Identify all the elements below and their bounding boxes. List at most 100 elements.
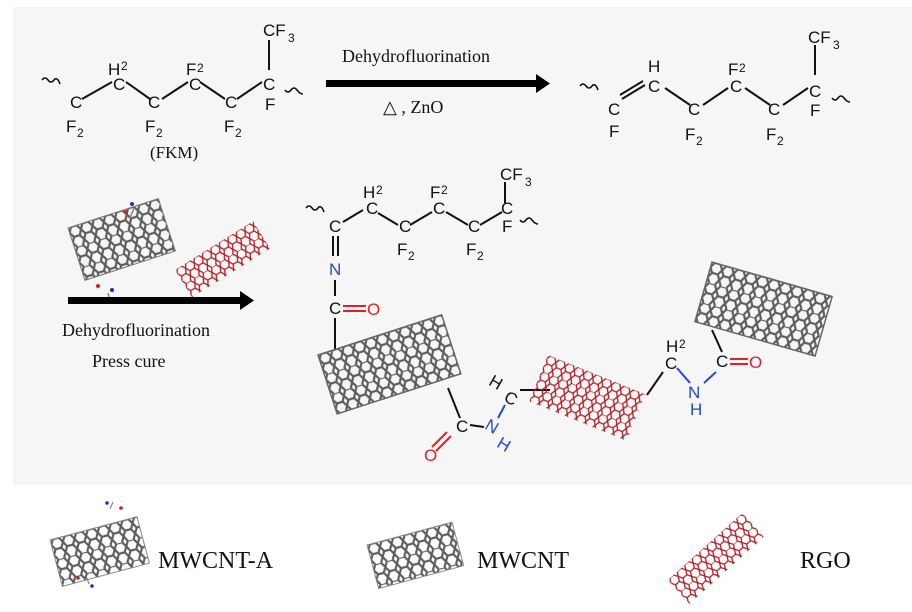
reactant-rgo	[175, 221, 270, 298]
svg-text:2: 2	[477, 249, 484, 263]
wavy-bond-icon	[284, 87, 304, 95]
svg-text:2: 2	[441, 183, 448, 197]
svg-text:C: C	[648, 77, 660, 96]
svg-text:F: F	[66, 117, 76, 136]
svg-text:2: 2	[197, 61, 204, 75]
arrow1-reagent: Dehydrofluorination	[342, 46, 490, 66]
svg-text:C: C	[113, 75, 125, 94]
svg-text:C: C	[148, 93, 160, 112]
svg-text:2: 2	[376, 183, 383, 197]
svg-text:C: C	[665, 354, 677, 373]
product-mwcnt-1	[317, 313, 462, 415]
svg-text:F: F	[397, 240, 407, 259]
svg-text:3: 3	[833, 38, 840, 52]
svg-text:F: F	[265, 95, 275, 114]
product-mwcnt-2	[693, 261, 834, 357]
svg-text:C: C	[263, 75, 275, 94]
svg-text:O: O	[424, 446, 437, 465]
wavy-bond-icon	[305, 205, 325, 213]
svg-text:C: C	[433, 199, 445, 218]
fkm-label: (FKM)	[150, 143, 198, 162]
svg-text:C: C	[70, 93, 82, 112]
svg-text:2: 2	[696, 134, 703, 148]
svg-text:F: F	[810, 101, 820, 120]
wavy-bond-icon	[519, 217, 539, 225]
svg-text:C: C	[225, 93, 237, 112]
reactant-mwcnt-a	[67, 198, 176, 301]
svg-text:H: H	[666, 337, 678, 356]
arrow2-line2: Press cure	[92, 351, 165, 371]
svg-text:C: C	[329, 217, 341, 236]
svg-text:N: N	[688, 383, 700, 402]
svg-text:C: C	[329, 299, 341, 318]
arrow2-line1: Dehydrofluorination	[62, 320, 210, 340]
svg-text:2: 2	[777, 134, 784, 148]
arrow1-shaft	[326, 80, 538, 87]
legend: MWCNT-A MWCNT RGO	[49, 501, 851, 604]
svg-text:F: F	[186, 60, 196, 79]
legend-label-mwcnt-a: MWCNT-A	[158, 548, 274, 574]
svg-text:C: C	[189, 75, 201, 94]
svg-text:N: N	[329, 260, 341, 279]
mwcnt-a-icon	[49, 516, 150, 587]
svg-text:F: F	[145, 117, 155, 136]
arrow-head-icon	[240, 291, 254, 310]
svg-text:C: C	[768, 100, 780, 119]
svg-text:F: F	[685, 125, 695, 144]
svg-text:3: 3	[288, 31, 295, 45]
svg-text:N: N	[482, 415, 502, 438]
wavy-bond-icon	[41, 77, 61, 85]
arrow1-conditions: △ , ZnO	[383, 97, 443, 117]
svg-text:F: F	[728, 60, 738, 79]
svg-text:F: F	[224, 117, 234, 136]
svg-text:O: O	[749, 353, 762, 372]
svg-text:C: C	[456, 417, 468, 436]
wavy-bond-icon	[579, 83, 599, 91]
svg-text:C: C	[688, 100, 700, 119]
svg-text:F: F	[430, 183, 440, 202]
svg-text:2: 2	[739, 61, 746, 75]
svg-text:C: C	[716, 352, 728, 371]
reaction-arrow-2: Dehydrofluorination Press cure	[62, 291, 254, 371]
svg-text:2: 2	[679, 337, 686, 351]
svg-text:F: F	[766, 125, 776, 144]
wavy-bond-icon	[831, 95, 851, 103]
svg-text:CF: CF	[808, 28, 831, 47]
product-rgo	[529, 355, 646, 441]
svg-text:O: O	[367, 300, 380, 319]
svg-text:CF: CF	[500, 165, 523, 184]
svg-text:2: 2	[77, 126, 84, 140]
svg-text:H: H	[494, 433, 514, 456]
rgo-icon	[668, 513, 764, 604]
svg-text:F: F	[502, 217, 512, 236]
svg-text:C: C	[399, 217, 411, 236]
svg-text:F: F	[609, 122, 619, 141]
legend-label-rgo: RGO	[800, 548, 851, 574]
svg-text:H: H	[486, 371, 506, 394]
svg-text:F: F	[466, 240, 476, 259]
svg-text:H: H	[363, 183, 375, 202]
svg-text:2: 2	[408, 249, 415, 263]
reaction-arrow-1: Dehydrofluorination △ , ZnO	[326, 46, 550, 117]
arrow2-shaft	[68, 297, 242, 304]
svg-text:CF: CF	[263, 21, 286, 40]
svg-text:2: 2	[121, 59, 128, 73]
svg-text:C: C	[608, 100, 620, 119]
svg-text:2: 2	[235, 126, 242, 140]
legend-label-mwcnt: MWCNT	[477, 548, 569, 574]
mwcnt-icon	[366, 521, 465, 590]
svg-text:C: C	[468, 217, 480, 236]
svg-text:2: 2	[156, 126, 163, 140]
svg-text:H: H	[690, 400, 702, 419]
svg-text:C: C	[730, 77, 742, 96]
svg-text:C: C	[809, 82, 821, 101]
svg-text:H: H	[648, 57, 660, 76]
svg-text:C: C	[501, 199, 513, 218]
arrow-head-icon	[536, 74, 550, 93]
svg-text:3: 3	[525, 175, 532, 189]
